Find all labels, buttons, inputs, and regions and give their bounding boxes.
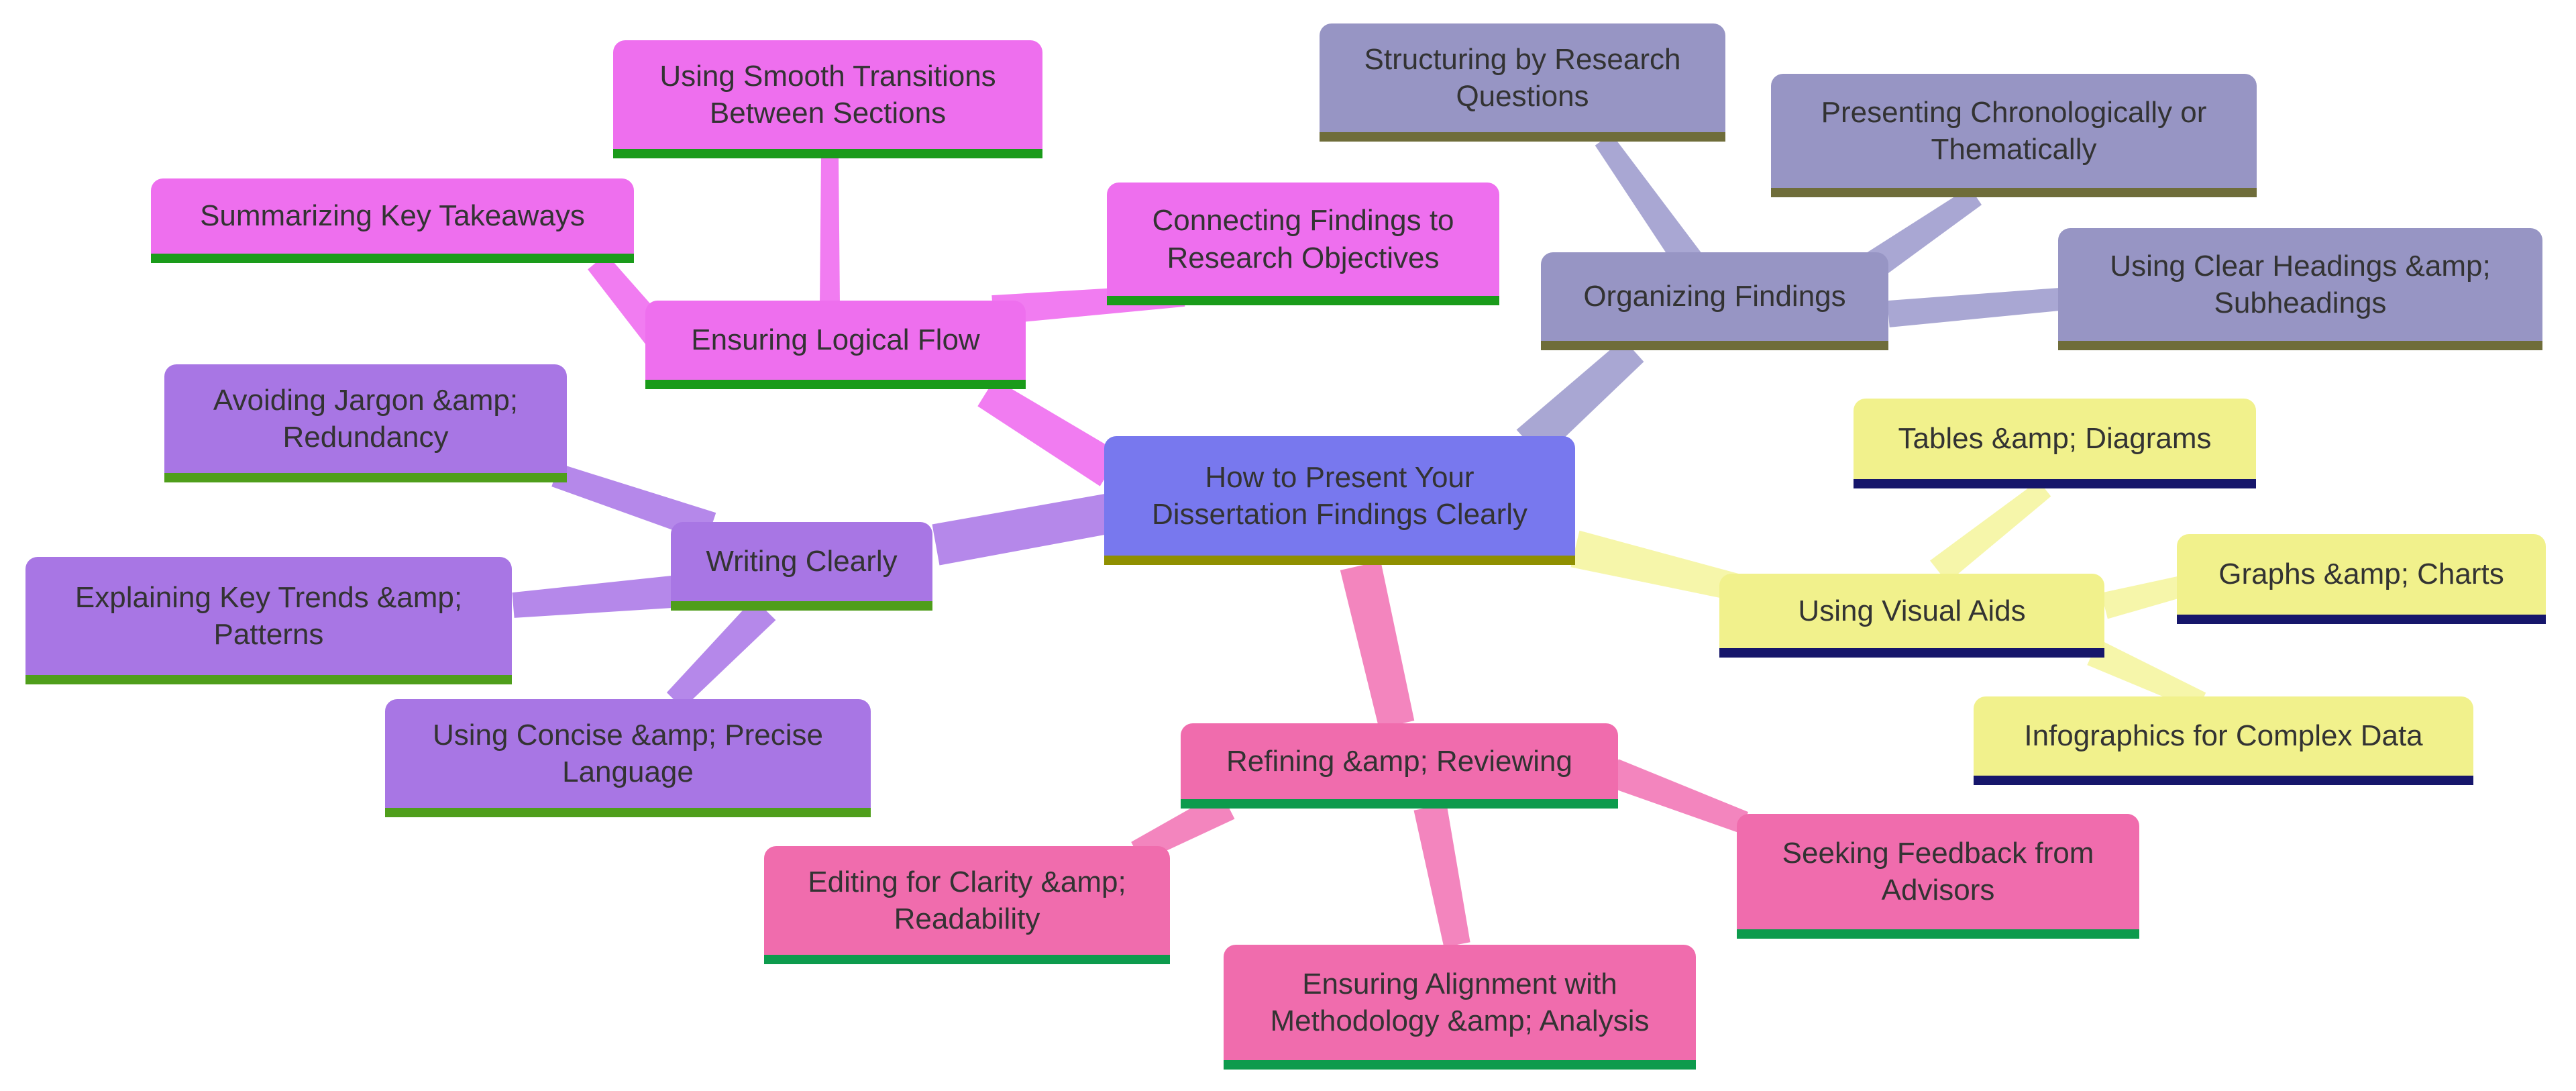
node-label: Using Concise &amp; Precise Language: [432, 718, 823, 788]
node-label: Using Clear Headings &amp; Subheadings: [2110, 249, 2491, 319]
node-graphs-charts: Graphs &amp; Charts: [2177, 534, 2546, 624]
node-label: Using Visual Aids: [1798, 594, 2026, 627]
node-underline: [1771, 188, 2257, 197]
node-underline: [2058, 341, 2542, 350]
node-underline: [25, 675, 512, 684]
node-seeking-feedback-from-advisors: Seeking Feedback from Advisors: [1737, 814, 2139, 939]
node-underline: [2177, 615, 2546, 624]
node-label: Editing for Clarity &amp; Readability: [808, 865, 1126, 935]
node-label: Explaining Key Trends &amp; Patterns: [74, 580, 463, 651]
node-infographics-for-complex-data: Infographics for Complex Data: [1974, 696, 2473, 785]
node-underline: [613, 149, 1042, 158]
edge-central-refining-reviewing: [1340, 561, 1415, 729]
edge-writing-clearly-avoiding-jargon-redundancy: [551, 463, 716, 542]
node-using-smooth-transitions: Using Smooth Transitions Between Section…: [613, 40, 1042, 158]
edge-using-visual-aids-tables-diagrams: [1930, 480, 2051, 583]
node-ensuring-logical-flow: Ensuring Logical Flow: [645, 301, 1026, 389]
node-underline: [1541, 341, 1888, 350]
edge-ensuring-logical-flow-using-smooth-transitions: [820, 154, 840, 305]
node-underline: [1737, 929, 2139, 939]
node-organizing-findings: Organizing Findings: [1541, 252, 1888, 350]
node-underline: [1181, 799, 1618, 809]
node-writing-clearly: Writing Clearly: [671, 522, 932, 611]
edge-using-visual-aids-infographics-for-complex-data: [2087, 639, 2206, 711]
node-underline: [1854, 479, 2256, 488]
edge-writing-clearly-explaining-key-trends-patterns: [512, 576, 674, 618]
node-presenting-chronologically-or-thematically: Presenting Chronologically or Thematical…: [1771, 74, 2257, 197]
node-explaining-key-trends-patterns: Explaining Key Trends &amp; Patterns: [25, 557, 512, 684]
node-label: Using Smooth Transitions Between Section…: [659, 59, 996, 129]
node-underline: [1719, 648, 2104, 658]
edge-central-ensuring-logical-flow: [977, 378, 1121, 486]
node-label: Seeking Feedback from Advisors: [1782, 836, 2094, 906]
node-label: Graphs &amp; Charts: [2218, 558, 2504, 591]
node-label: Refining &amp; Reviewing: [1226, 744, 1573, 778]
node-ensuring-alignment-methodology-analysis: Ensuring Alignment with Methodology &amp…: [1224, 945, 1696, 1070]
node-refining-reviewing: Refining &amp; Reviewing: [1181, 723, 1618, 809]
edge-refining-reviewing-seeking-feedback-from-advisors: [1608, 759, 1748, 833]
node-using-concise-precise-language: Using Concise &amp; Precise Language: [385, 699, 871, 817]
edge-using-visual-aids-graphs-charts: [2101, 576, 2184, 619]
edge-organizing-findings-structuring-by-research-questions: [1595, 134, 1703, 272]
edge-central-using-visual-aids: [1570, 530, 1748, 603]
edge-central-writing-clearly: [932, 493, 1114, 566]
node-summarizing-key-takeaways: Summarizing Key Takeaways: [151, 178, 634, 263]
node-label: Organizing Findings: [1583, 280, 1846, 313]
node-structuring-by-research-questions: Structuring by Research Questions: [1320, 23, 1725, 142]
node-label: Connecting Findings to Research Objectiv…: [1152, 204, 1454, 274]
node-underline: [671, 601, 932, 611]
node-underline: [1974, 776, 2473, 785]
node-label: Infographics for Complex Data: [2024, 719, 2423, 753]
node-tables-diagrams: Tables &amp; Diagrams: [1854, 399, 2256, 488]
node-underline: [1104, 556, 1575, 565]
node-underline: [1224, 1060, 1696, 1070]
node-underline: [1320, 132, 1725, 142]
node-label: Ensuring Logical Flow: [691, 323, 980, 357]
node-label: Presenting Chronologically or Thematical…: [1821, 95, 2207, 166]
node-underline: [385, 808, 871, 817]
edge-refining-reviewing-editing-for-clarity-readability: [1131, 791, 1235, 863]
node-label: Ensuring Alignment with Methodology &amp…: [1270, 967, 1650, 1037]
edge-writing-clearly-using-concise-precise-language: [666, 598, 776, 709]
node-central: How to Present Your Dissertation Finding…: [1104, 436, 1575, 565]
node-label: Structuring by Research Questions: [1364, 42, 1681, 113]
edge-organizing-findings-using-clear-headings-subheadings: [1887, 288, 2061, 327]
node-using-visual-aids: Using Visual Aids: [1719, 574, 2104, 658]
node-underline: [764, 955, 1170, 964]
edge-refining-reviewing-ensuring-alignment-methodology-analysis: [1413, 804, 1470, 947]
node-underline: [164, 473, 567, 482]
node-label: Avoiding Jargon &amp; Redundancy: [213, 383, 519, 454]
node-using-clear-headings-subheadings: Using Clear Headings &amp; Subheadings: [2058, 228, 2542, 350]
edge-central-organizing-findings: [1516, 338, 1644, 459]
node-label: Tables &amp; Diagrams: [1898, 422, 2212, 456]
node-underline: [645, 380, 1026, 389]
node-editing-for-clarity-readability: Editing for Clarity &amp; Readability: [764, 846, 1170, 964]
node-connecting-findings-to-research-objectives: Connecting Findings to Research Objectiv…: [1107, 183, 1499, 305]
node-label: Writing Clearly: [706, 545, 898, 578]
node-underline: [1107, 296, 1499, 305]
node-underline: [151, 254, 634, 263]
edge-organizing-findings-presenting-chronologically-or-thematically: [1863, 187, 1982, 280]
node-label: Summarizing Key Takeaways: [200, 199, 585, 233]
node-label: How to Present Your Dissertation Finding…: [1152, 460, 1527, 531]
node-avoiding-jargon-redundancy: Avoiding Jargon &amp; Redundancy: [164, 364, 567, 482]
